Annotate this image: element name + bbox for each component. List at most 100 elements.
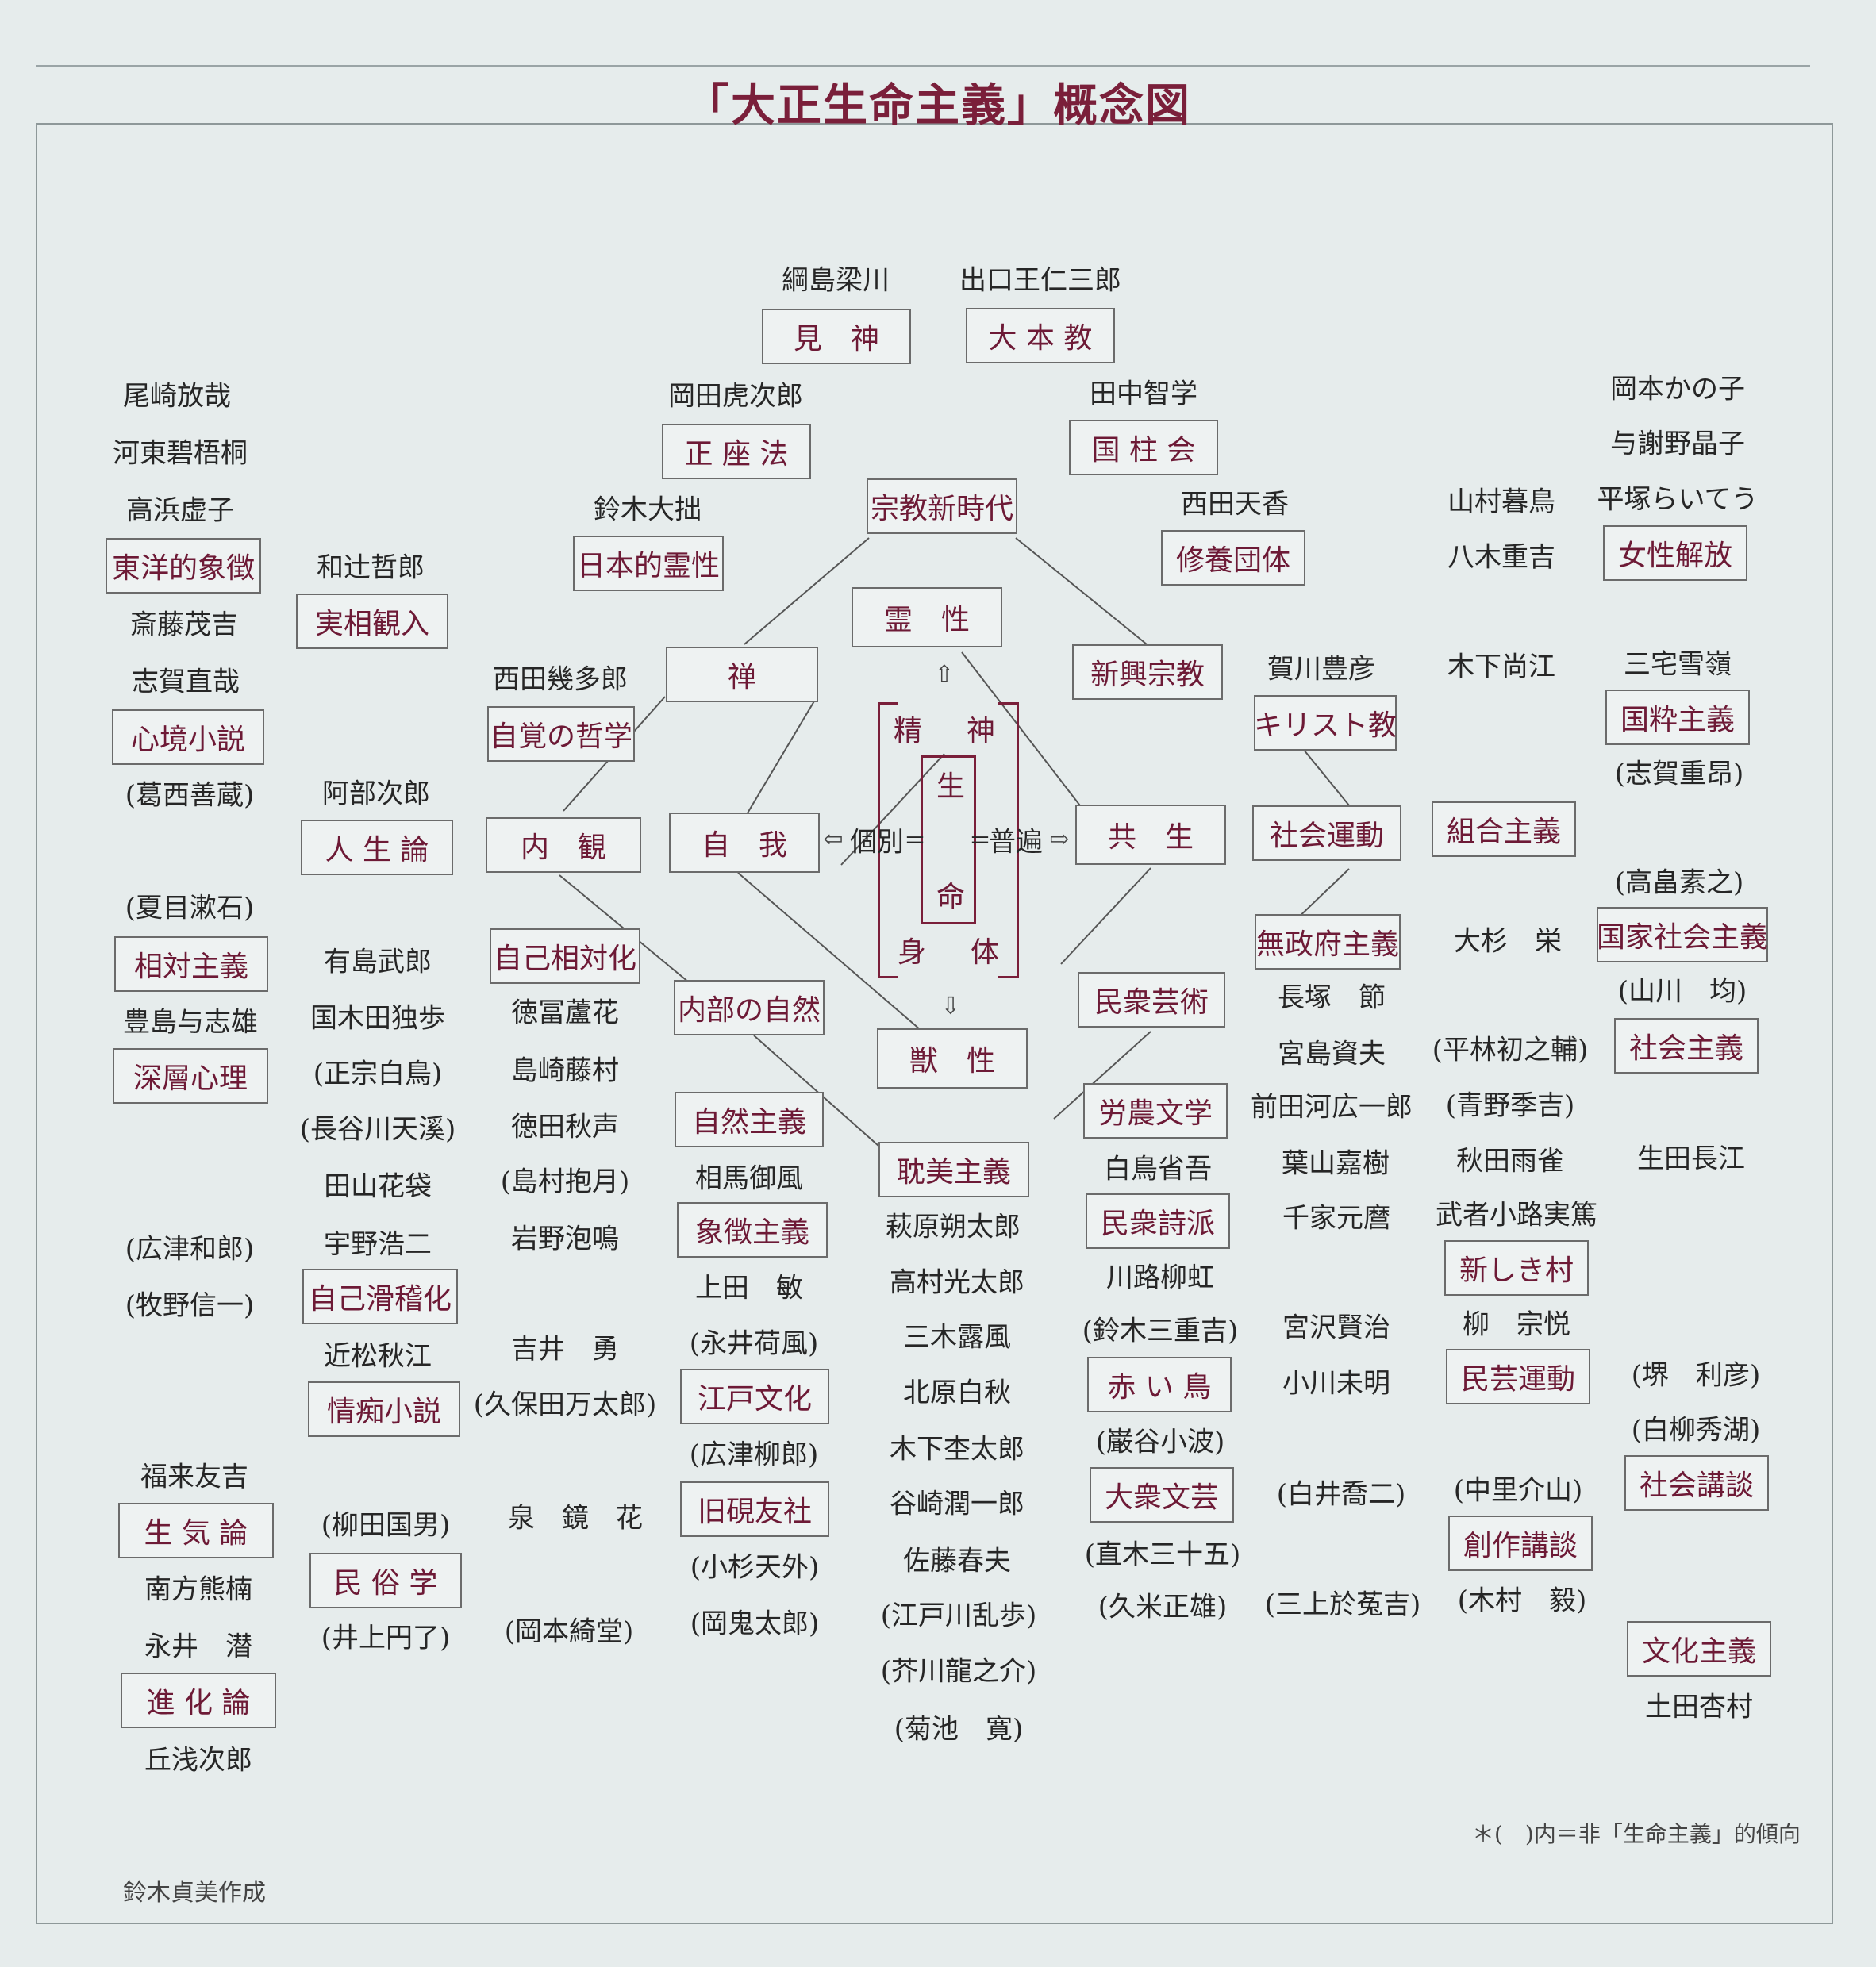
seimei-box <box>921 755 976 924</box>
person-name: 徳冨蘆花 <box>511 997 619 1029</box>
box-seizaho: 正 座 法 <box>662 424 811 479</box>
person-name: 岡本かの子 <box>1610 373 1745 405</box>
person-name: (芥川龍之介) <box>880 1655 1037 1688</box>
person-name: (三上於菟吉) <box>1264 1589 1421 1621</box>
person-name: (岡本綺堂) <box>504 1615 634 1648</box>
person-name: 宇野浩二 <box>324 1228 432 1261</box>
connector-line <box>753 1035 879 1147</box>
box-jikaku-tetsugaku: 自覚の哲学 <box>487 706 635 762</box>
kobetsu-label: 個別 <box>850 826 904 859</box>
person-name: (高畠素之) <box>1614 866 1744 899</box>
person-name: 河東碧梧桐 <box>113 437 248 470</box>
person-name: (白柳秀湖) <box>1631 1414 1761 1446</box>
box-naibu-shizen: 内部の自然 <box>674 980 825 1035</box>
person-name: 豊島与志雄 <box>123 1006 258 1039</box>
person-name: 南方熊楠 <box>144 1573 252 1606</box>
person-name: 田山花袋 <box>324 1170 432 1203</box>
box-shuyo-dantai: 修養団体 <box>1161 530 1305 586</box>
person-name: 島崎藤村 <box>511 1055 619 1087</box>
person-name: (井上円了) <box>321 1622 451 1654</box>
person-name: (小杉天外) <box>690 1551 820 1584</box>
person-name: 葉山嘉樹 <box>1282 1147 1390 1180</box>
person-name: (久米正雄) <box>1098 1591 1228 1623</box>
person-name: 斎藤茂吉 <box>130 609 238 641</box>
person-name: 泉 鏡 花 <box>508 1502 643 1535</box>
person-name: 和辻哲郎 <box>317 551 425 584</box>
person-name: 岩野泡鳴 <box>511 1223 619 1255</box>
person-name: (菊池 寛) <box>894 1713 1024 1746</box>
person-name: (永井荷風) <box>689 1327 819 1360</box>
box-shinso-shinri: 深層心理 <box>113 1048 268 1104</box>
connector-line <box>1060 867 1151 965</box>
person-name: (広津和郎) <box>125 1233 255 1266</box>
person-name: 前田河広一郎 <box>1251 1091 1413 1124</box>
box-kokuchukai: 国 柱 会 <box>1069 420 1218 475</box>
connector-line <box>1015 537 1148 645</box>
person-name: 丘浅次郎 <box>144 1744 252 1777</box>
box-naikan: 内 観 <box>486 817 641 873</box>
person-name: 有島武郎 <box>324 946 432 978</box>
box-mingei-undo: 民芸運動 <box>1446 1349 1590 1404</box>
arrow-right-icon: ⇨ <box>1049 825 1070 854</box>
person-name: 柳 宗悦 <box>1463 1308 1570 1341</box>
person-name: 木下尚江 <box>1447 651 1555 683</box>
person-name: (江戸川乱歩) <box>880 1600 1037 1632</box>
person-name: (山川 均) <box>1617 975 1747 1008</box>
box-seikiron: 生 気 論 <box>118 1503 274 1558</box>
person-name: 永井 潜 <box>144 1631 252 1663</box>
person-name: 賀川豊彦 <box>1267 653 1375 686</box>
box-shizen-shugi: 自然主義 <box>675 1092 824 1147</box>
person-name: (夏目漱石) <box>125 892 255 924</box>
box-shakai-kodan: 社会講談 <box>1624 1455 1769 1511</box>
diagram-title: 「大正生命主義」概念図 <box>685 79 1191 132</box>
person-name: 相馬御風 <box>695 1162 803 1195</box>
person-name: 岡田虎次郎 <box>668 380 803 413</box>
person-name: 阿部次郎 <box>322 778 430 810</box>
person-name: (岡鬼太郎) <box>690 1608 820 1640</box>
author-credit: 鈴木貞美作成 <box>123 1879 266 1907</box>
person-name: (広津柳郎) <box>689 1439 819 1471</box>
box-edo-bunka: 江戸文化 <box>680 1369 829 1424</box>
jusei-box: 獣 性 <box>877 1028 1028 1089</box>
person-name: (中里介山) <box>1453 1474 1583 1507</box>
person-name: 西田幾多郎 <box>493 663 628 696</box>
person-name: (堺 利彦) <box>1631 1359 1761 1392</box>
person-name: 生田長江 <box>1637 1143 1745 1175</box>
person-name: 西田天香 <box>1181 488 1289 521</box>
person-name: 小川未明 <box>1282 1367 1390 1400</box>
person-name: (青野季吉) <box>1445 1089 1575 1122</box>
person-name: 武者小路実篤 <box>1436 1199 1597 1231</box>
box-sotai-shugi: 相対主義 <box>114 936 268 992</box>
person-name: 徳田秋声 <box>511 1111 619 1143</box>
box-shinko-shukyo: 新興宗教 <box>1072 644 1223 700</box>
person-name: 北原白秋 <box>903 1377 1011 1409</box>
box-jinseiron: 人 生 論 <box>301 820 453 875</box>
fuhen-label: 普遍 <box>989 826 1043 859</box>
person-name: 高村光太郎 <box>890 1266 1024 1299</box>
sei-label: 生 <box>936 770 966 803</box>
mei-label: 命 <box>936 881 966 913</box>
person-name: 白鳥省吾 <box>1104 1153 1212 1185</box>
box-kokka-shakai-shugi: 国家社会主義 <box>1597 907 1768 962</box>
person-name: 萩原朔太郎 <box>886 1211 1021 1243</box>
arrow-left-icon: ⇦ <box>823 825 844 854</box>
person-name: (長谷川天溪) <box>299 1113 456 1146</box>
person-name: (鈴木三重吉) <box>1082 1315 1239 1347</box>
person-name: (巌谷小波) <box>1095 1426 1225 1458</box>
person-name: (木村 毅) <box>1457 1585 1587 1617</box>
box-minshu-geijutsu: 民衆芸術 <box>1078 972 1225 1028</box>
legend-note: ＊( )内＝非「生命主義」的傾向 <box>1472 1821 1801 1847</box>
box-taishu-bungei: 大衆文芸 <box>1090 1467 1234 1523</box>
person-name: 平塚らいてう <box>1597 483 1759 516</box>
box-jiko-kokkeika: 自己滑稽化 <box>302 1269 458 1324</box>
box-minshu-shiha: 民衆詩派 <box>1086 1193 1230 1249</box>
person-name: 長塚 節 <box>1278 982 1386 1014</box>
box-kirisutokyo: キリスト教 <box>1254 695 1397 751</box>
kyosei-box: 共 生 <box>1075 805 1226 865</box>
person-name: 綱島梁川 <box>782 264 890 297</box>
shintai-label: 身 体 <box>897 936 1008 969</box>
box-atarashiki-mura: 新しき村 <box>1444 1240 1589 1296</box>
right-bracket <box>998 702 1019 978</box>
person-name: 与謝野晶子 <box>1610 428 1745 460</box>
